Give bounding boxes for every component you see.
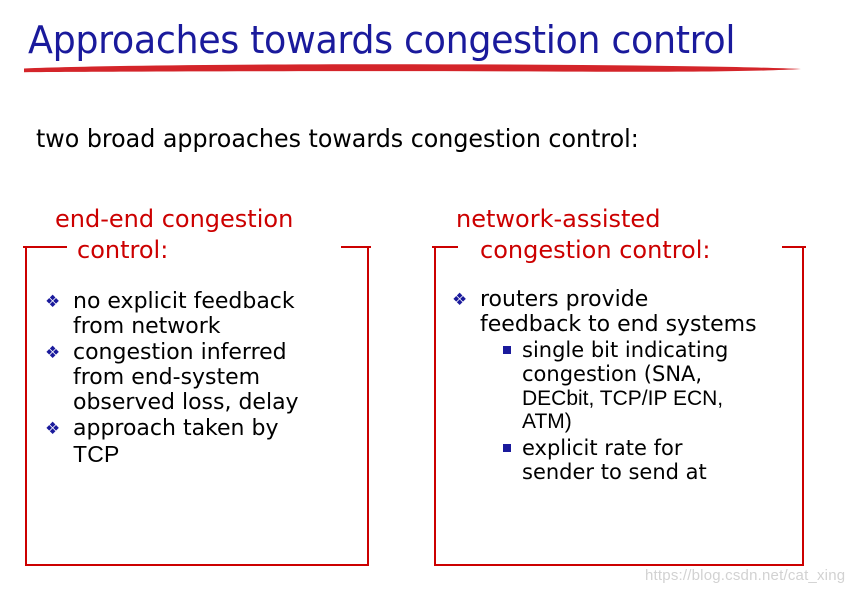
list-item-line: observed loss, delay	[73, 389, 299, 415]
list-item-line: approach taken by	[73, 416, 279, 442]
sub-list-item-line: congestion (SNA,	[522, 361, 703, 386]
sub-list-item-line: sender to send at	[522, 459, 707, 484]
column-heading-line2: control:	[77, 236, 169, 265]
bullet-list-network-assisted: ❖ routers provide feedback to end system…	[434, 287, 804, 488]
frame-top-segment-right	[782, 246, 806, 248]
frame-top-segment-left	[23, 246, 67, 248]
diamond-bullet-icon: ❖	[45, 419, 61, 440]
sub-list-item-line: single bit indicating	[522, 338, 729, 363]
list-item-line: feedback to end systems	[480, 311, 757, 337]
frame-top-segment-right	[341, 246, 371, 248]
column-heading-line1: end-end congestion	[55, 205, 294, 233]
list-item-text: congestion inferred from end-system obse…	[73, 341, 363, 415]
sub-list-item-line: DECbit, TCP/IP ECN,	[522, 386, 724, 410]
list-item: ❖ no explicit feedback from network	[37, 289, 363, 339]
list-item-line: congestion inferred	[73, 340, 287, 366]
list-item-line: from network	[73, 313, 221, 339]
frame-top-segment-left	[432, 246, 458, 248]
title-underline-stroke	[24, 64, 801, 73]
list-item-line: TCP	[73, 440, 120, 467]
column-heading-line1: network-assisted	[456, 205, 661, 233]
sub-list-item: explicit rate for sender to send at	[502, 436, 798, 484]
list-item-text: approach taken by TCP	[73, 416, 363, 467]
list-item-line: routers provide	[480, 287, 649, 312]
list-item-line: from end-system	[73, 364, 261, 390]
heading-backdrop	[458, 202, 800, 236]
sub-bullet-list: single bit indicating congestion (SNA, D…	[480, 339, 798, 484]
column-frame-right	[434, 248, 804, 566]
sub-list-item-line: ATM)	[522, 410, 572, 434]
heading-backdrop	[49, 202, 365, 236]
page-title: Approaches towards congestion control	[28, 18, 736, 62]
bullet-list-end-end: ❖ no explicit feedback from network ❖ co…	[25, 289, 369, 470]
diamond-bullet-icon: ❖	[45, 343, 61, 364]
square-bullet-icon	[503, 346, 511, 355]
sub-list-item-text: explicit rate for sender to send at	[522, 436, 798, 484]
watermark-text: https://blog.csdn.net/cat_xing	[645, 567, 846, 584]
list-item-text: no explicit feedback from network	[73, 289, 363, 339]
column-heading-end-end: end-end congestion control:	[55, 204, 367, 266]
list-item: ❖ congestion inferred from end-system ob…	[37, 341, 363, 415]
sub-list-item-line: explicit rate for	[522, 436, 683, 461]
diamond-bullet-icon: ❖	[452, 290, 468, 310]
list-item: ❖ approach taken by TCP	[37, 416, 363, 467]
column-end-end: end-end congestion control: ❖ no explici…	[23, 202, 371, 566]
list-item: ❖ routers provide feedback to end system…	[444, 287, 798, 485]
column-heading-network-assisted: network-assisted congestion control:	[456, 204, 802, 266]
column-heading-line2: congestion control:	[480, 236, 711, 265]
diamond-bullet-icon: ❖	[45, 292, 61, 312]
square-bullet-icon	[503, 444, 511, 453]
sub-list-item: single bit indicating congestion (SNA, D…	[502, 339, 798, 434]
list-item-line: no explicit feedback	[73, 289, 295, 314]
sub-list-item-text: single bit indicating congestion (SNA, D…	[522, 339, 798, 434]
list-item-text: routers provide feedback to end systems	[480, 287, 798, 337]
column-network-assisted: network-assisted congestion control: ❖ r…	[432, 202, 806, 566]
column-frame-left	[25, 248, 369, 566]
lead-in-text: two broad approaches towards congestion …	[36, 124, 639, 153]
